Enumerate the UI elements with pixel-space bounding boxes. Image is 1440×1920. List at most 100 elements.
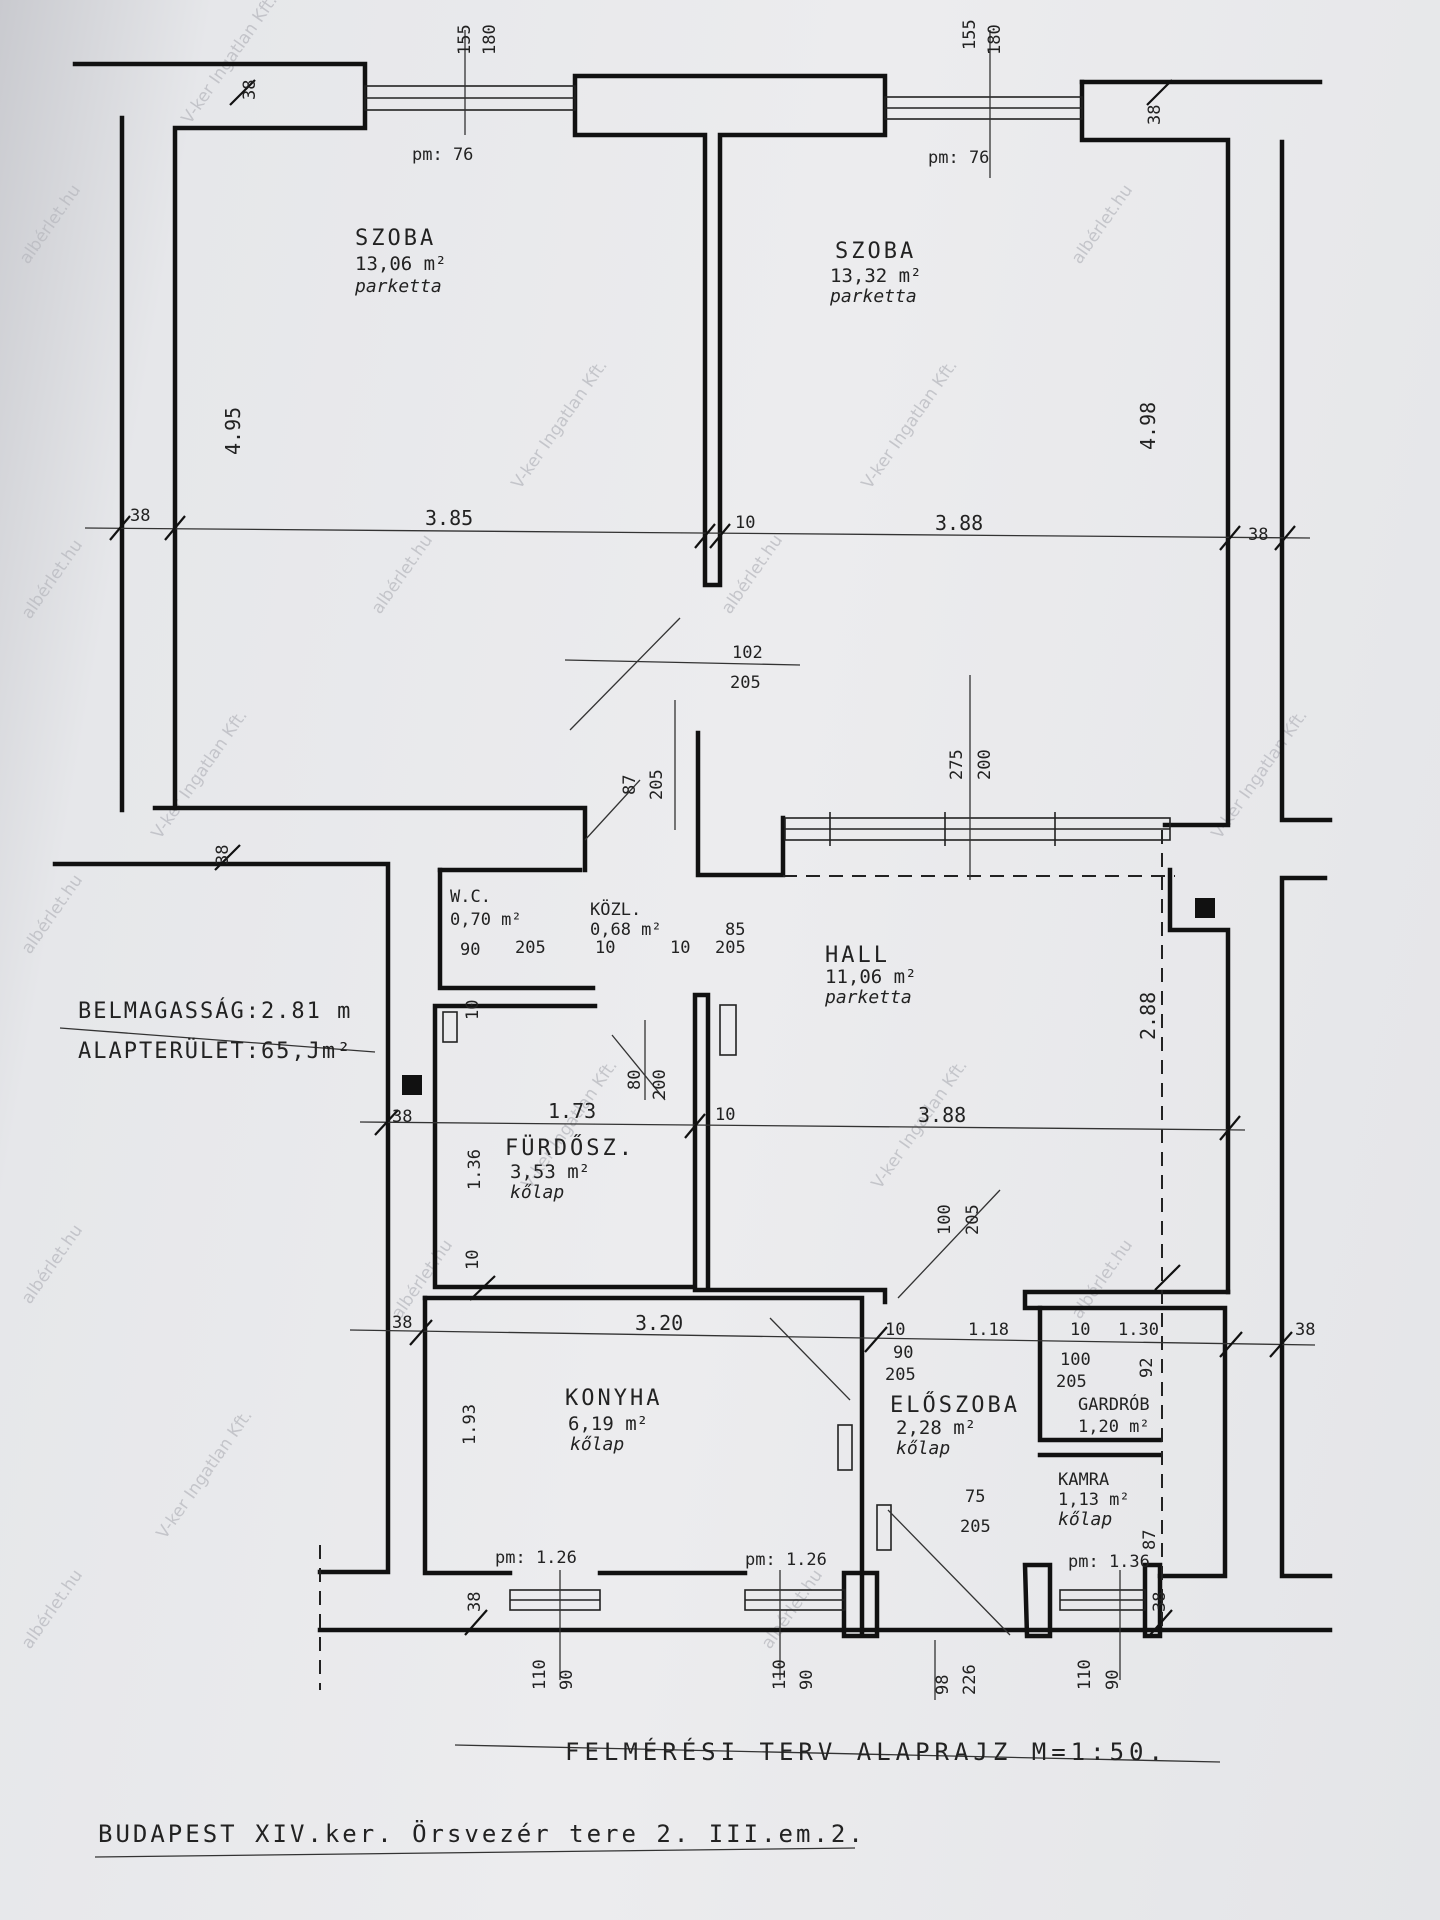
wall-kitchen-bottom: [597, 1570, 880, 1639]
dim-text: 92: [1137, 1358, 1157, 1378]
dim-text: 1.18: [968, 1320, 1009, 1340]
dim-text: 102: [732, 643, 763, 663]
dim-text: 4.95: [221, 407, 245, 455]
wall-right-outer: [1279, 139, 1333, 823]
room-area: 1,13 m²: [1058, 1490, 1130, 1510]
dim-text: 3.88: [935, 511, 983, 535]
dim-text: 75: [965, 1487, 985, 1507]
room-floor: parketta: [354, 276, 442, 297]
room-area: 2,28 m²: [896, 1417, 976, 1439]
floor-area: ALAPTERÜLET:65,Jm²: [78, 1038, 352, 1064]
chimney-marker: [402, 1075, 422, 1095]
dim-text: 180: [480, 24, 500, 55]
dim-text: 200: [650, 1069, 670, 1100]
dim-text: 10: [670, 938, 690, 958]
room-floor: kőlap: [510, 1182, 564, 1203]
dim-text: 205: [1056, 1372, 1087, 1392]
room-name: KÖZL.: [590, 898, 641, 920]
watermark: albérlet.hu: [1068, 181, 1137, 268]
dim-text: 200: [975, 749, 995, 780]
watermark: albérlet.hu: [18, 871, 87, 958]
dim-text: 98: [933, 1675, 953, 1695]
room-area: 0,68 m²: [590, 920, 662, 940]
dim-text: 87: [620, 775, 640, 795]
dim-text: pm: 76: [412, 145, 473, 165]
room-name: FÜRDŐSZ.: [505, 1135, 635, 1161]
dim-text: 10: [463, 1250, 483, 1270]
dim-text: 205: [960, 1517, 991, 1537]
room-floor: kőlap: [1058, 1509, 1112, 1530]
fixture-icon: [719, 1004, 737, 1056]
dim-text: 205: [963, 1204, 983, 1235]
dim-text: pm: 1.26: [745, 1550, 827, 1570]
watermark: albérlet.hu: [16, 181, 85, 268]
dim-text: pm: 1.36: [1068, 1552, 1150, 1572]
dim-text: 90: [557, 1670, 577, 1690]
watermark: V-ker Ingatlan Kft.: [1208, 706, 1312, 843]
dim-text: 38: [1150, 1592, 1170, 1612]
room-name: GARDRÓB: [1078, 1393, 1150, 1415]
dim-text: 38: [213, 845, 233, 865]
dim-text: 38: [465, 1592, 485, 1612]
dim-text: 1.93: [460, 1404, 480, 1445]
dim-text: 10: [463, 1000, 483, 1020]
dim-text: 4.98: [1136, 402, 1160, 450]
room-floor: kőlap: [570, 1434, 624, 1455]
room-area: 13,06 m²: [355, 253, 447, 275]
dimension-ticks: [109, 79, 1296, 1636]
dim-text: 205: [647, 769, 667, 800]
watermark: V-ker Ingatlan Kft.: [148, 706, 252, 843]
dim-text: 10: [885, 1320, 905, 1340]
wall-top-left: [72, 61, 368, 811]
room-floor: kőlap: [896, 1438, 950, 1459]
wall-hall-right: [1167, 867, 1231, 1295]
dim-text: 110: [770, 1659, 790, 1690]
room-name: KAMRA: [1058, 1470, 1109, 1490]
watermark: V-ker Ingatlan Kft.: [508, 356, 612, 493]
chimney-marker: [1195, 898, 1215, 918]
room-area: 13,32 m²: [830, 265, 922, 287]
dim-text: 110: [530, 1659, 550, 1690]
dim-text: 3.85: [425, 506, 473, 530]
watermark: V-ker Ingatlan Kft.: [153, 1406, 257, 1543]
dim-text: 10: [715, 1105, 735, 1125]
dim-text: 2.88: [1136, 992, 1160, 1040]
wall-kitchen-top: [422, 1295, 865, 1638]
dim-text: 205: [515, 938, 546, 958]
dim-text: 100: [935, 1204, 955, 1235]
room-floor: parketta: [824, 987, 912, 1008]
dim-text: 87: [1140, 1530, 1160, 1550]
room-area: 0,70 m²: [450, 910, 522, 930]
wall-bathroom: [432, 992, 711, 1290]
ceiling-height: BELMAGASSÁG:2.81 m: [78, 998, 352, 1024]
fixture-icon: [837, 1424, 853, 1471]
room-name: KONYHA: [565, 1386, 662, 1411]
dim-text: 38: [1295, 1320, 1315, 1340]
dim-text: 10: [1070, 1320, 1090, 1340]
room-area: 3,53 m²: [510, 1161, 590, 1183]
wall-pantry-pier: [1142, 1562, 1163, 1639]
wall-bath-kitchen: [692, 1287, 888, 1305]
dim-text: 10: [735, 513, 755, 533]
watermark: albérlet.hu: [18, 1221, 87, 1308]
fixture-icon: [876, 1504, 892, 1551]
dim-text: 85: [725, 920, 745, 940]
dim-text: 100: [1060, 1350, 1091, 1370]
wall-entry-pier: [1022, 1562, 1053, 1639]
dim-text: 80: [625, 1070, 645, 1090]
dim-text: 38: [392, 1313, 412, 1333]
wall-hall-pier: [695, 730, 786, 878]
room-floor: parketta: [829, 286, 917, 307]
watermark: albérlet.hu: [388, 1236, 457, 1323]
dim-text: pm: 76: [928, 148, 989, 168]
door-swings: [569, 617, 1011, 1636]
watermark: albérlet.hu: [18, 1566, 87, 1653]
dim-text: 180: [985, 24, 1005, 55]
room-name: HALL: [825, 943, 890, 968]
dimension-labels: 3.85 3.88 4.95 4.98 38 38 10 38 38 38 15…: [130, 19, 1315, 1695]
room-name: SZOBA: [355, 226, 436, 251]
watermark: albérlet.hu: [368, 531, 437, 618]
fixture-icon: [442, 1011, 458, 1043]
watermark: V-ker Ingatlan Kft.: [858, 356, 962, 493]
